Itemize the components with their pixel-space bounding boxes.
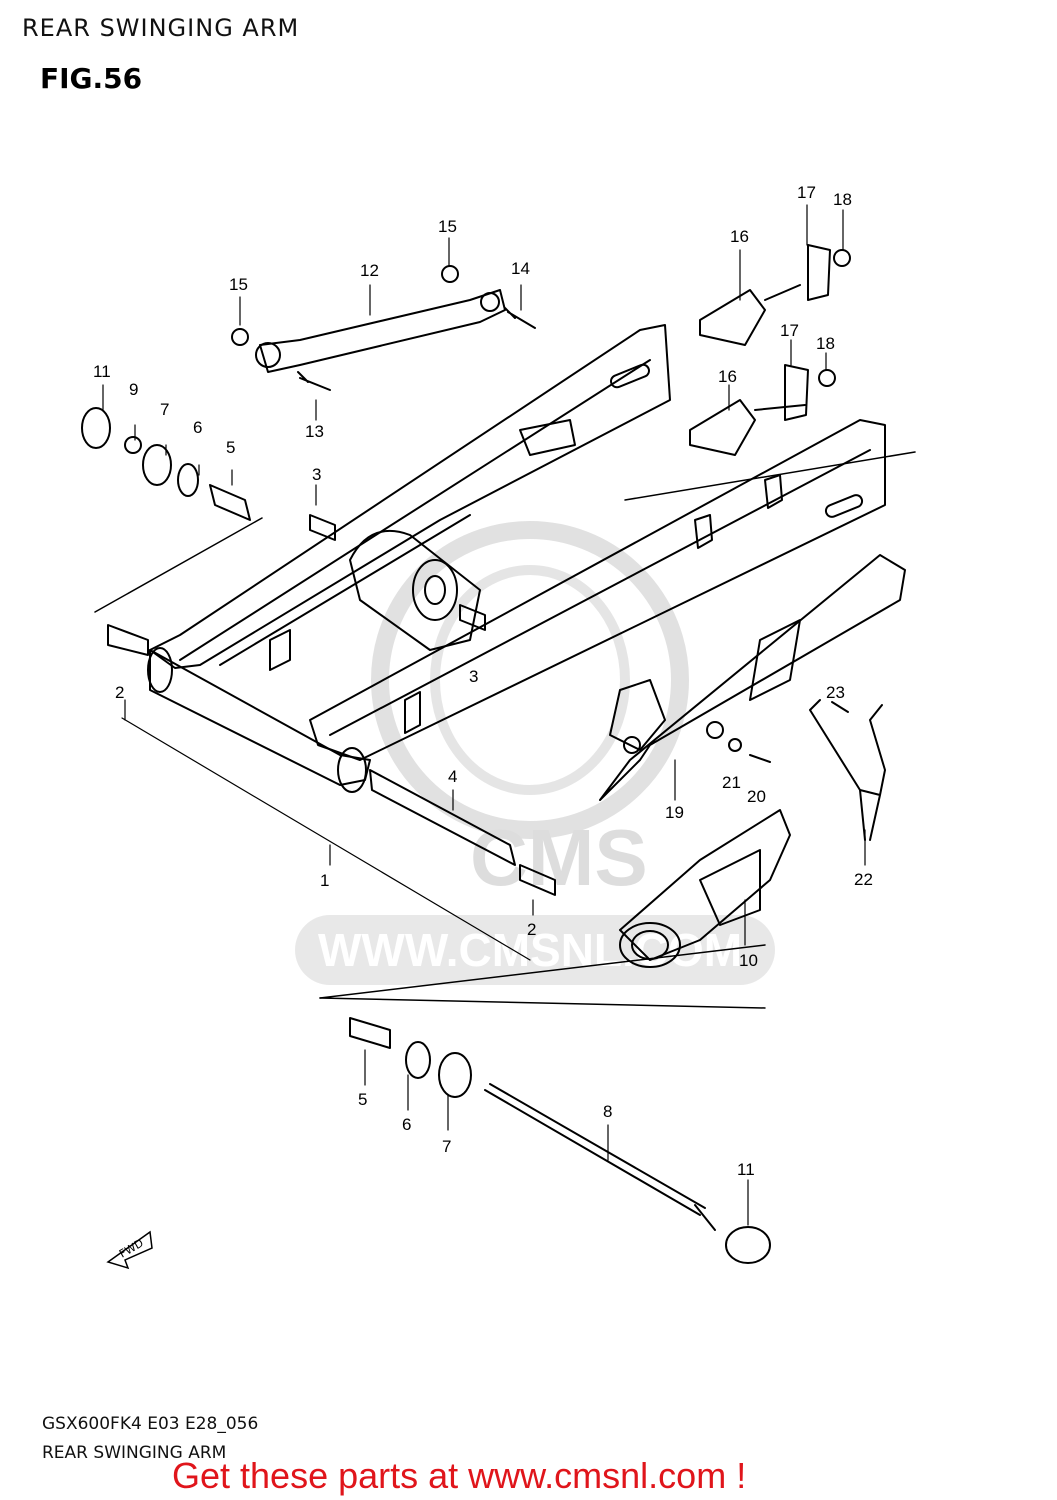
spacer-5b [349, 1017, 391, 1049]
washer-6a [177, 463, 199, 497]
dust-seal-11a [81, 407, 111, 449]
washer-6b [405, 1041, 431, 1079]
part-label: 2 [527, 920, 536, 939]
part-label: 13 [305, 422, 324, 441]
bolt-20 [749, 754, 771, 763]
part-label: 2 [115, 683, 124, 702]
part-labels: 1 2 2 3 3 4 5 5 6 6 7 7 8 9 10 11 11 12 … [93, 183, 873, 1179]
bracket-22 [809, 699, 886, 841]
bearing-3a [309, 514, 336, 541]
part-label: 19 [665, 803, 684, 822]
nut-15a [231, 328, 249, 346]
footer-model-code: GSX600FK4 E03 E28_056 [42, 1414, 259, 1434]
figure-label: FIG.56 [40, 62, 143, 95]
pivot-tube-4 [369, 769, 516, 866]
part-label: 18 [833, 190, 852, 209]
chain-guard [599, 554, 906, 801]
page-title: REAR SWINGING ARM [22, 14, 300, 42]
fwd-arrow-icon: FWD [106, 1230, 153, 1270]
part-label: 4 [448, 767, 457, 786]
oil-seal-7a [142, 444, 172, 486]
nut-15b [441, 265, 459, 283]
leader-lines [102, 204, 866, 1226]
swing-arm-body [147, 324, 886, 793]
part-label: 5 [358, 1090, 367, 1109]
chain-guide-10 [619, 809, 791, 968]
footer-title: REAR SWINGING ARM [42, 1443, 227, 1463]
part-label: 8 [603, 1102, 612, 1121]
part-label: 6 [402, 1115, 411, 1134]
part-label: 3 [469, 667, 478, 686]
nut-18b [818, 369, 836, 387]
part-label: 11 [737, 1160, 755, 1179]
shop-link[interactable]: Get these parts at www.cmsnl.com ! [172, 1455, 747, 1496]
part-label: 1 [320, 871, 329, 890]
part-label: 12 [360, 261, 379, 280]
part-label: 18 [816, 334, 835, 353]
nut-18a [833, 249, 851, 267]
bearing-2a [107, 624, 149, 656]
bearing-3b [459, 604, 486, 631]
bearing-2b [519, 864, 556, 896]
chain-adjuster-16b [689, 399, 806, 456]
part-label: 17 [780, 321, 799, 340]
washer-21 [728, 738, 742, 752]
part-label: 9 [129, 380, 138, 399]
oil-seal-7b [438, 1052, 472, 1098]
part-label: 15 [229, 275, 248, 294]
part-label: 7 [160, 400, 169, 419]
part-label: 14 [511, 259, 530, 278]
part-label: 22 [854, 870, 873, 889]
spacer-5a [209, 484, 251, 521]
part-label: 10 [739, 951, 758, 970]
part-label: 6 [193, 418, 202, 437]
part-label: 17 [797, 183, 816, 202]
watermark-logo: CMS [470, 813, 648, 902]
part-label: 16 [730, 227, 749, 246]
adjuster-plate-17a [807, 244, 831, 301]
adjuster-plate-17b [784, 364, 809, 421]
part-label: 20 [747, 787, 766, 806]
part-label: 11 [93, 362, 111, 381]
nut-9 [124, 436, 142, 454]
bolt-14 [504, 307, 536, 329]
part-label: 5 [226, 438, 235, 457]
watermark-text: WWW.CMSNL.COM [318, 924, 742, 976]
part-label: 16 [718, 367, 737, 386]
torque-rod-12 [255, 289, 506, 373]
bolt-23 [831, 701, 849, 713]
chain-adjuster-16a [699, 284, 801, 346]
part-label: 15 [438, 217, 457, 236]
pivot-shaft-8 [484, 1083, 716, 1231]
bolt-13 [297, 371, 331, 391]
dust-seal-11b [725, 1226, 771, 1264]
part-label: 7 [442, 1137, 451, 1156]
part-label: 21 [722, 773, 741, 792]
part-label: 3 [312, 465, 321, 484]
part-label: 23 [826, 683, 845, 702]
